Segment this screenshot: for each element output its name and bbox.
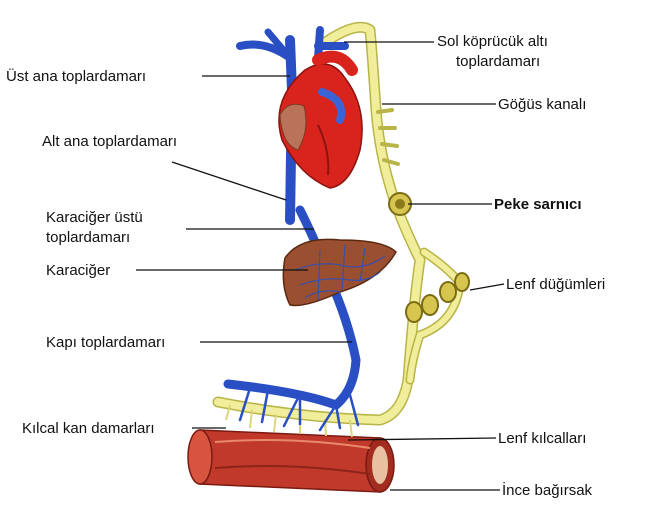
label-sol-koprucuk-line1: Sol köprücük altı [437,33,548,50]
label-gogus-kanali: Göğüs kanalı [498,96,586,113]
label-lenf-dugumleri: Lenf düğümleri [506,276,605,293]
small-intestine [187,429,395,493]
label-ince-bagirsak: İnce bağırsak [502,481,593,499]
label-alt-ana-toplardamari: Alt ana toplardamarı [42,133,177,150]
liver [282,238,397,307]
label-karaciger-ustu-line1: Karaciğer üstü [46,209,143,226]
lymph-vessels [212,21,465,438]
lymph-nodes [405,272,470,323]
label-karaciger-ustu-line2: toplardamarı [46,229,130,246]
label-peke-sarnici: Peke sarnıcı [494,196,582,213]
label-kilcal-kan-damarlari: Kılcal kan damarları [22,420,155,437]
peke-cistern-node [388,192,412,216]
heart [278,50,363,189]
label-lenf-kilcallari: Lenf kılcalları [498,430,586,447]
leader-lines [136,41,505,491]
label-karaciger: Karaciğer [46,262,110,279]
label-kapi-toplardamari: Kapı toplardamarı [46,334,165,351]
label-sol-koprucuk-line2: toplardamarı [456,53,540,70]
label-ust-ana-toplardamari: Üst ana toplardamarı [6,67,146,85]
